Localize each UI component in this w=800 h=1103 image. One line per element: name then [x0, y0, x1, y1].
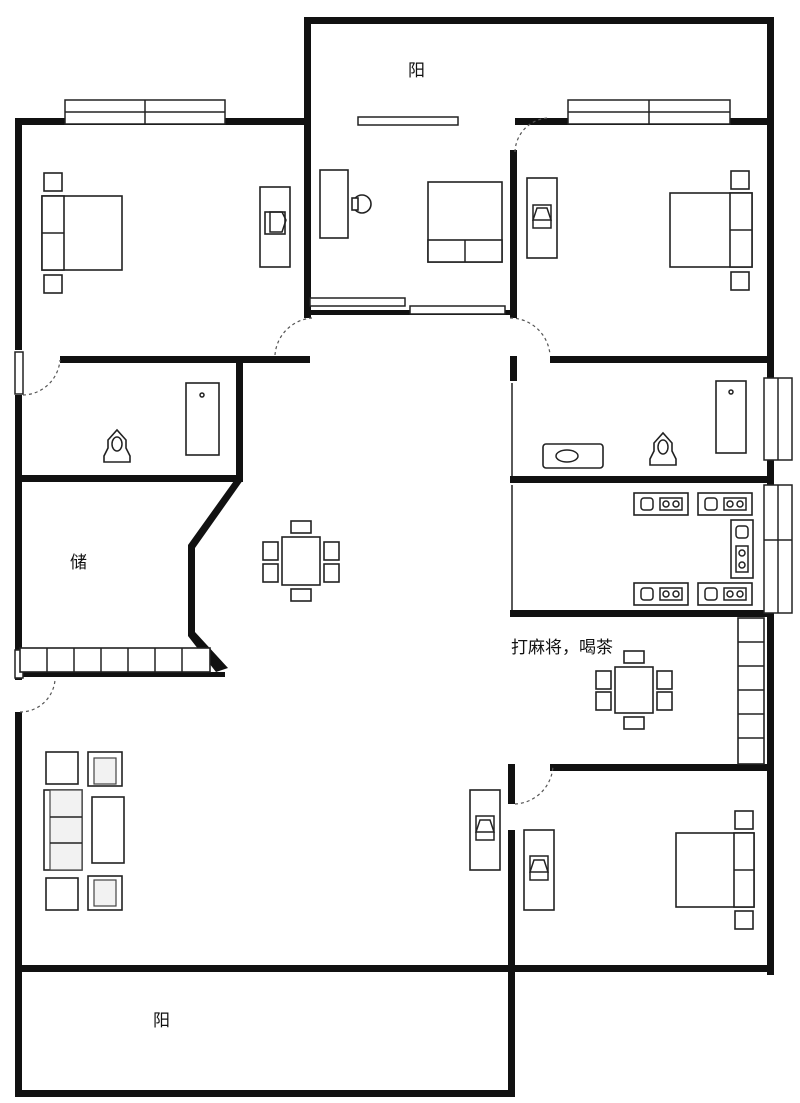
bathroom-right: [542, 380, 747, 469]
desk-bottom-right: [523, 829, 555, 911]
desk-left: [259, 186, 291, 268]
label-mahjong-tea: 打麻将，喝茶: [511, 638, 613, 658]
windows: [14, 99, 793, 679]
bed-right-top: [669, 170, 753, 291]
bathroom-left: [103, 382, 220, 463]
label-balcony-bottom: 阳: [153, 1011, 170, 1031]
label-balcony-top: 阳: [408, 61, 425, 81]
kitchen-counters: [633, 492, 754, 606]
bed-left: [41, 172, 123, 294]
mahjong-shelves: [737, 617, 765, 765]
sofa-set: [43, 751, 125, 911]
desk-study: [319, 169, 372, 239]
desk-right-top: [526, 177, 558, 259]
outer-walls: [15, 17, 774, 1097]
bed-bottom-right: [675, 810, 755, 930]
door-swings: [19, 117, 554, 805]
interior-walls: [15, 118, 774, 972]
dining-table: [262, 520, 340, 602]
storage-shelves: [19, 647, 211, 673]
bed-study: [427, 181, 503, 263]
tv-stand-living: [469, 789, 501, 871]
label-storage: 储: [70, 553, 87, 573]
mahjong-table: [595, 650, 673, 730]
